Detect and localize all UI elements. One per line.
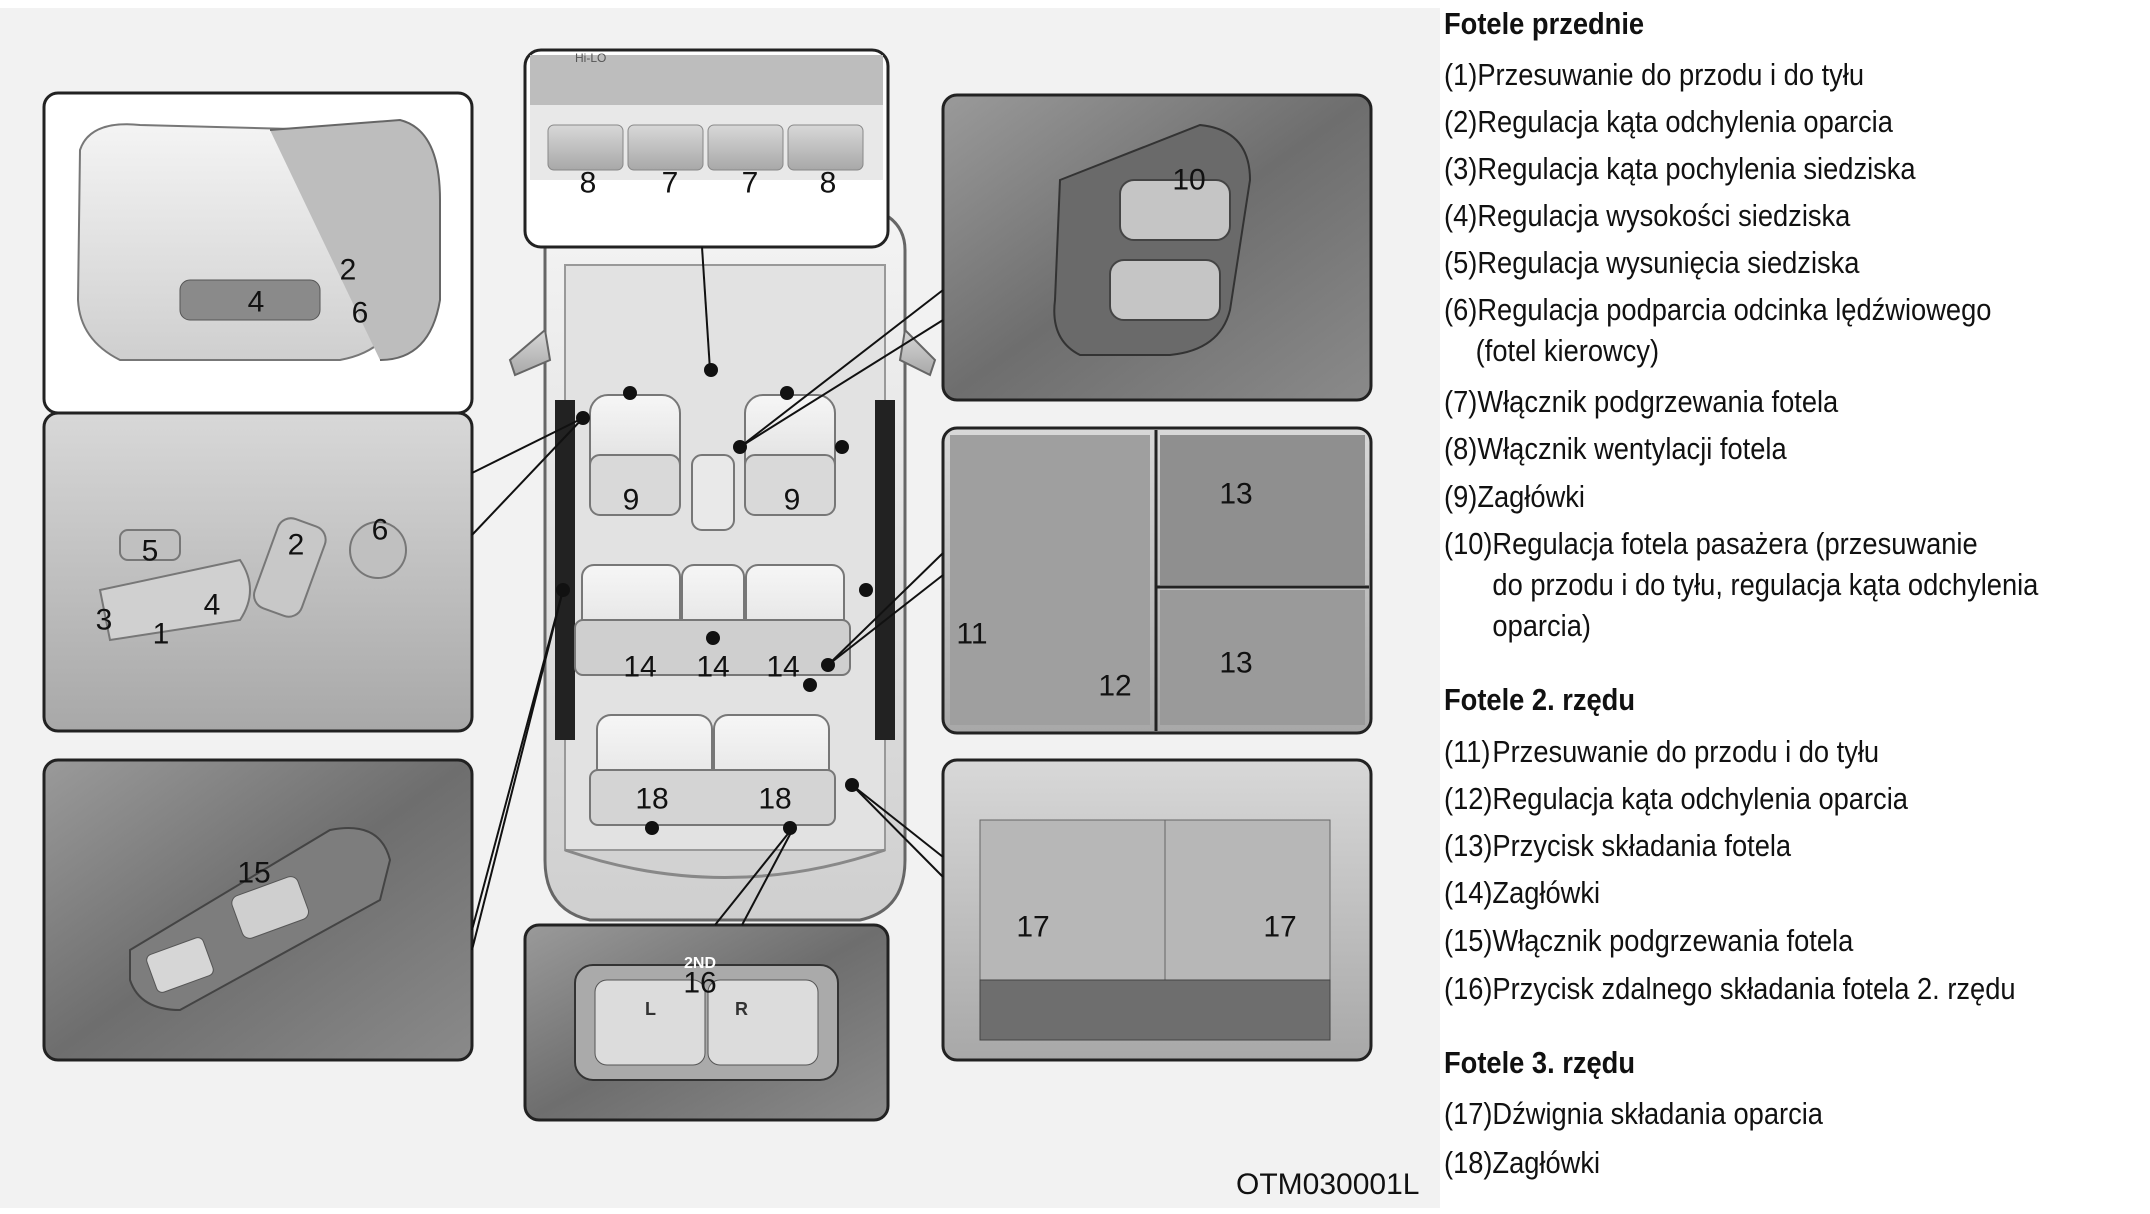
legend-item-16: (16)Przycisk zdalnego składania fotela 2… xyxy=(1444,971,2016,1006)
callout-6: 6 xyxy=(352,297,369,330)
legend-item-7: (7)Włącznik podgrzewania fotela xyxy=(1444,384,1839,419)
legend-item-14: (14)Zagłówki xyxy=(1444,875,1601,910)
car-callouts: 9 9 14 14 14 18 18 xyxy=(623,484,801,816)
callout-10: 10 xyxy=(1172,164,1205,197)
callout-17: 17 xyxy=(1016,911,1049,944)
remote-fold-panel: 2ND 16 L R xyxy=(523,923,890,1122)
callout-12: 12 xyxy=(1098,670,1131,703)
callout-9: 9 xyxy=(784,484,801,517)
callout-7: 7 xyxy=(662,167,679,200)
car-topview xyxy=(508,203,937,922)
legend-item-17: (17)Dźwignia składania oparcia xyxy=(1444,1096,1823,1131)
legend-item-10: (10)Regulacja fotela pasażera (przesuwan… xyxy=(1444,526,1978,561)
legend-item-10-line2: do przodu i do tyłu, regulacja kąta odch… xyxy=(1492,567,2039,602)
callout-5: 5 xyxy=(142,535,159,568)
leader-dots xyxy=(556,363,873,835)
callout-6: 6 xyxy=(372,514,389,547)
callout-18: 18 xyxy=(635,783,668,816)
legend-front-title: Fotele przednie xyxy=(1444,6,1645,41)
callout-14: 14 xyxy=(696,651,729,684)
callout-14: 14 xyxy=(766,651,799,684)
remote-fold-left: L xyxy=(645,999,656,1019)
legend-item-6-cont: (fotel kierowcy) xyxy=(1475,333,1660,368)
legend-item-2: (2)Regulacja kąta odchylenia oparcia xyxy=(1444,104,1893,139)
legend-item-5: (5)Regulacja wysunięcia siedziska xyxy=(1444,245,1860,280)
legend-item-6: (6)Regulacja podparcia odcinka lędźwiowe… xyxy=(1444,292,1992,327)
legend-row2-title: Fotele 2. rzędu xyxy=(1444,682,1636,717)
door-switch-panel: 15 xyxy=(42,758,474,1062)
callout-15: 15 xyxy=(237,857,270,890)
legend-item-18: (18)Zagłówki xyxy=(1444,1145,1601,1180)
callout-4: 4 xyxy=(204,589,221,622)
remote-fold-label: 2ND xyxy=(684,955,716,972)
legend-item-11: (11)Przesuwanie do przodu i do tyłu xyxy=(1444,734,1880,769)
callout-17: 17 xyxy=(1263,911,1296,944)
callout-8: 8 xyxy=(580,167,597,200)
legend-item-10-line3: oparcia) xyxy=(1492,608,1591,643)
callout-9: 9 xyxy=(623,484,640,517)
second-row-panel: 11 12 13 13 xyxy=(941,426,1373,735)
callout-2: 2 xyxy=(340,254,357,287)
callout-14: 14 xyxy=(623,651,656,684)
legend-item-1: (1)Przesuwanie do przodu i do tyłu xyxy=(1444,57,1865,92)
figure-code: OTM030001L xyxy=(1236,1168,1420,1201)
legend-item-12: (12)Regulacja kąta odchylenia oparcia xyxy=(1444,781,1908,816)
remote-fold-right: R xyxy=(735,999,748,1019)
callout-1: 1 xyxy=(153,618,170,651)
passenger-seat-panel: 10 xyxy=(941,93,1373,402)
callout-7: 7 xyxy=(742,167,759,200)
seat-illustration: Hi-LO 8 7 7 8 2 4 6 5 2 6 3 4 1 15 xyxy=(0,8,1440,1208)
callout-11: 11 xyxy=(956,618,987,651)
console-top-label: Hi-LO xyxy=(575,51,606,65)
legend-item-9: (9)Zagłówki xyxy=(1444,479,1585,514)
front-seat-detail-panel: 2 4 6 xyxy=(42,91,474,415)
leader-lines xyxy=(471,289,944,951)
legend-item-3: (3)Regulacja kąta pochylenia siedziska xyxy=(1444,151,1916,186)
callout-18: 18 xyxy=(758,783,791,816)
callout-8: 8 xyxy=(820,167,837,200)
callout-13: 13 xyxy=(1219,478,1252,511)
legend-item-13: (13)Przycisk składania fotela xyxy=(1444,828,1792,863)
legend-item-15: (15)Włącznik podgrzewania fotela xyxy=(1444,923,1854,958)
callout-16: 16 xyxy=(683,967,716,1000)
callout-3: 3 xyxy=(96,604,113,637)
seat-control-panel: 5 2 6 3 4 1 xyxy=(42,411,474,733)
legend-row3-title: Fotele 3. rzędu xyxy=(1444,1045,1636,1080)
trunk-panel: 17 17 xyxy=(941,758,1373,1062)
callout-4: 4 xyxy=(248,286,265,319)
console-panel: Hi-LO 8 7 7 8 xyxy=(523,48,890,371)
callout-2: 2 xyxy=(288,529,305,562)
legend-item-8: (8)Włącznik wentylacji fotela xyxy=(1444,431,1787,466)
legend-item-4: (4)Regulacja wysokości siedziska xyxy=(1444,198,1851,233)
callout-13: 13 xyxy=(1219,647,1252,680)
